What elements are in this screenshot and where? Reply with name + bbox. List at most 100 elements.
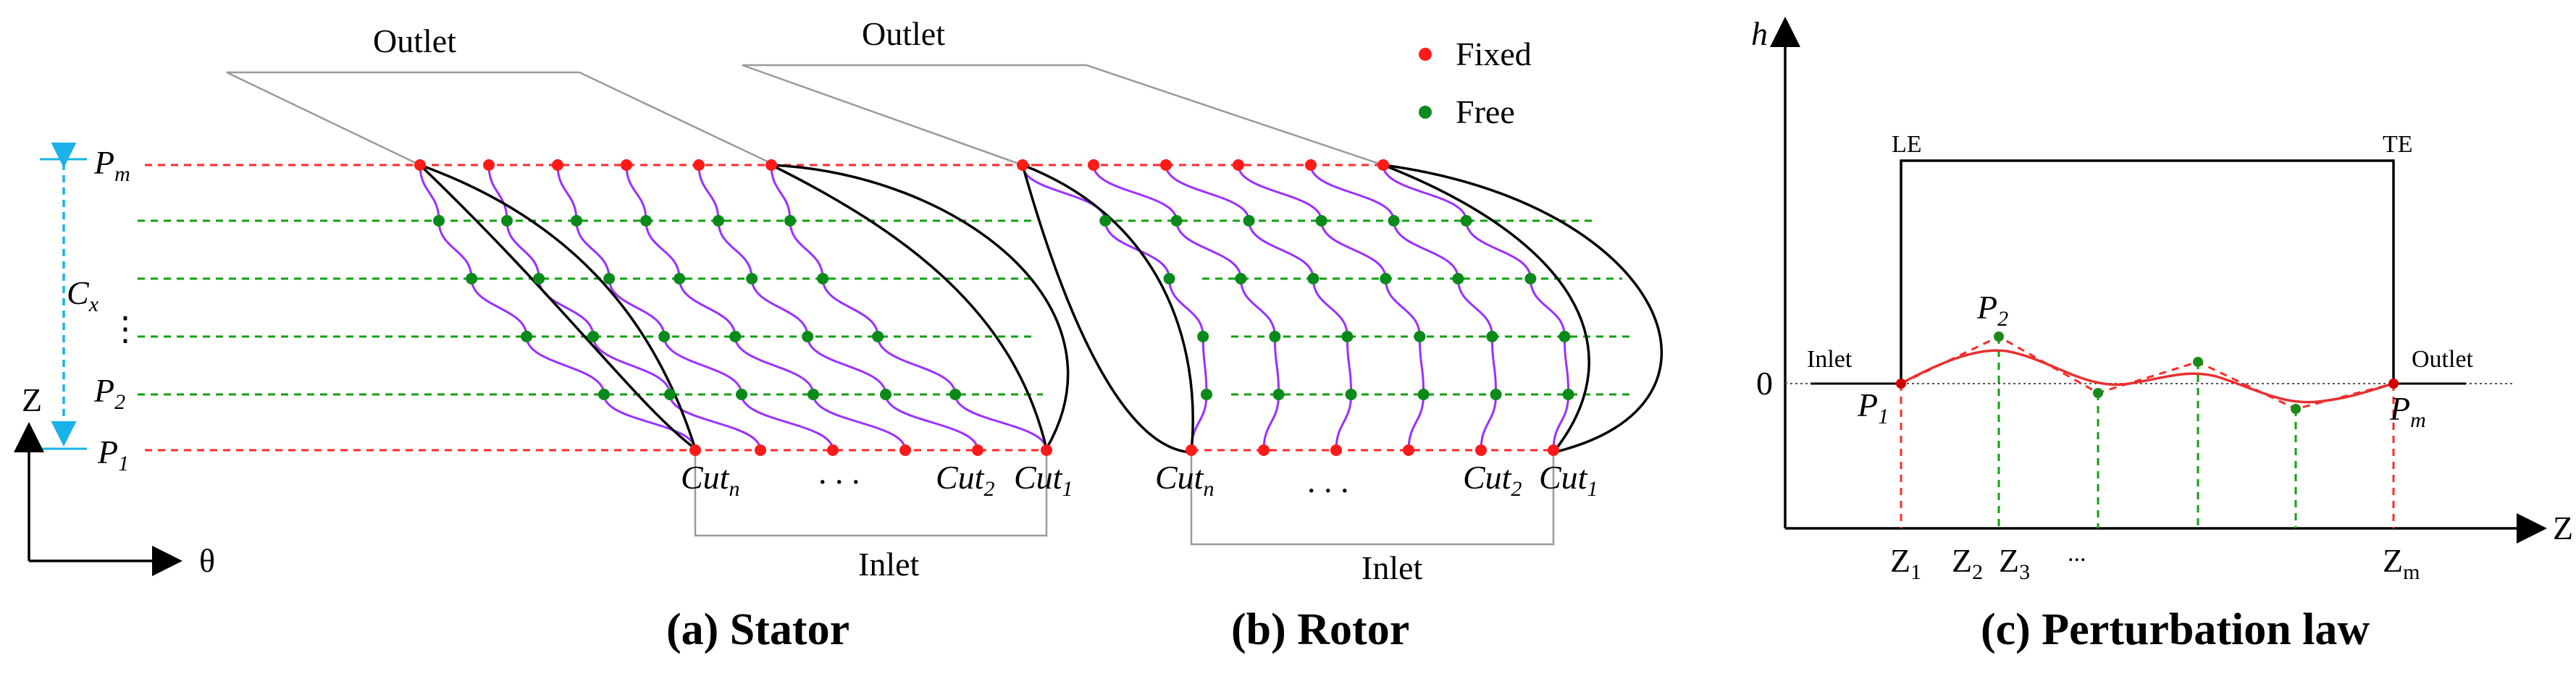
stator-free-point bbox=[807, 389, 820, 400]
rotor-free-point bbox=[1200, 389, 1212, 400]
stator-blade-profile-left bbox=[419, 164, 698, 452]
stator-cut-n-label: Cutn bbox=[681, 459, 739, 501]
p1-label: P1 bbox=[97, 434, 129, 476]
stator-outlet-edge bbox=[226, 71, 421, 166]
stator-panel: Outlet Inlet Pm Cx ⋮ P2 P1 Cutn . . . Cu… bbox=[13, 22, 1073, 654]
stator-caption: (a) Stator bbox=[666, 605, 849, 654]
rotor-control-points bbox=[1017, 159, 1574, 456]
rotor-cut-1-label: Cut1 bbox=[1539, 459, 1598, 501]
stator-outlet-plane bbox=[227, 71, 776, 166]
rotor-inlet-label: Inlet bbox=[1362, 549, 1423, 586]
stator-inlet-label: Inlet bbox=[858, 546, 920, 583]
stator-free-point bbox=[802, 331, 814, 342]
legend-free-label: Free bbox=[1456, 93, 1515, 130]
rotor-fixed-point bbox=[1258, 444, 1270, 456]
rotor-free-point bbox=[1380, 273, 1392, 284]
rotor-fixed-point bbox=[1186, 444, 1197, 456]
rotor-free-point bbox=[1524, 273, 1537, 284]
rotor-free-point bbox=[1460, 215, 1472, 227]
stator-cut-curve bbox=[625, 164, 907, 451]
rotor-inlet-plane bbox=[1190, 452, 1555, 546]
z1-label: Z1 bbox=[1890, 542, 1921, 584]
rotor-fixed-point bbox=[1233, 159, 1244, 171]
stator-free-point bbox=[521, 331, 533, 342]
outlet-label: Outlet bbox=[2412, 346, 2474, 373]
stator-cut-curve bbox=[770, 164, 1048, 451]
rotor-outlet-plane bbox=[742, 64, 1384, 166]
stator-cut-curves bbox=[419, 164, 1048, 451]
rotor-free-point bbox=[1307, 273, 1320, 284]
stator-free-point bbox=[729, 331, 742, 342]
stator-fixed-point bbox=[972, 444, 983, 456]
rotor-free-point bbox=[1197, 331, 1209, 342]
rotor-cut-n-label: Cutn bbox=[1155, 459, 1214, 501]
rotor-free-point bbox=[1272, 389, 1285, 400]
rotor-free-point bbox=[1163, 273, 1175, 284]
p2-label: P2 bbox=[93, 372, 125, 414]
h-axis-label: h bbox=[1751, 15, 1768, 52]
blade-box bbox=[1900, 159, 2395, 384]
stator-free-point bbox=[598, 389, 611, 400]
perturbation-caption: (c) Perturbation law bbox=[1981, 605, 2370, 654]
z3-label: Z3 bbox=[1999, 542, 2030, 584]
rotor-fixed-point bbox=[1548, 444, 1559, 456]
stator-fixed-point bbox=[552, 159, 563, 171]
pm-label: Pm bbox=[93, 144, 130, 186]
rotor-fixed-point bbox=[1330, 444, 1342, 456]
rotor-free-point bbox=[1388, 215, 1400, 227]
rotor-free-point bbox=[1235, 273, 1247, 284]
stator-cut-1-label: Cut1 bbox=[1014, 459, 1073, 501]
rotor-fixed-point bbox=[1160, 159, 1172, 171]
stator-free-point bbox=[658, 331, 671, 342]
rotor-panel: Outlet Inlet Cutn . . . Cut2 Cut1 Fixed … bbox=[742, 15, 1664, 654]
legend-free-marker bbox=[1419, 106, 1432, 119]
stator-free-point bbox=[533, 273, 545, 284]
rotor-blade-profile-left bbox=[1020, 163, 1194, 454]
stator-cut-curve bbox=[556, 164, 834, 451]
rotor-dots-label: . . . bbox=[1307, 462, 1349, 499]
rotor-fixed-point bbox=[1403, 444, 1414, 456]
axis-z-label: Z bbox=[22, 381, 42, 418]
p3-point bbox=[2093, 388, 2103, 398]
control-polygon bbox=[1900, 335, 2394, 410]
stator-dots-label: . . . bbox=[818, 454, 860, 491]
rotor-free-point bbox=[1170, 215, 1183, 227]
z2-label: Z2 bbox=[1952, 542, 1983, 584]
p5-point bbox=[2291, 404, 2301, 414]
rotor-cut-2-label: Cut2 bbox=[1463, 459, 1522, 501]
stator-free-point bbox=[674, 273, 686, 284]
stator-free-point bbox=[736, 389, 748, 400]
stator-free-point bbox=[433, 215, 445, 227]
rotor-free-point bbox=[1452, 273, 1464, 284]
te-label: TE bbox=[2383, 131, 2413, 158]
stator-fixed-point bbox=[1041, 444, 1052, 456]
rotor-free-point bbox=[1558, 331, 1571, 342]
rotor-fixed-point bbox=[1305, 159, 1317, 171]
rotor-free-point bbox=[1315, 215, 1327, 227]
stator-control-points bbox=[414, 159, 1052, 456]
axis-theta-label: θ bbox=[199, 542, 215, 579]
rotor-outlet-label: Outlet bbox=[862, 15, 945, 52]
stator-section-lines bbox=[138, 164, 1043, 452]
zero-label: 0 bbox=[1756, 365, 1773, 402]
p2-point-label: P2 bbox=[1976, 289, 2008, 331]
rotor-free-point bbox=[1562, 389, 1574, 400]
stator-cut-2-label: Cut2 bbox=[936, 459, 994, 501]
stator-free-point bbox=[713, 215, 725, 227]
stator-fixed-point bbox=[621, 159, 632, 171]
stator-free-point bbox=[587, 331, 600, 342]
rotor-outlet-edge bbox=[742, 64, 1023, 166]
rotor-free-point bbox=[1345, 389, 1357, 400]
rotor-section-lines bbox=[1023, 164, 1629, 452]
vdots-label: ⋮ bbox=[109, 310, 142, 347]
rotor-fixed-point bbox=[1377, 159, 1389, 171]
rotor-blade-profile-right bbox=[1383, 164, 1664, 455]
rotor-free-point bbox=[1417, 389, 1430, 400]
stator-fixed-point bbox=[693, 159, 705, 171]
p1-point-label: P1 bbox=[1857, 386, 1889, 428]
stator-fixed-point bbox=[414, 159, 426, 171]
stator-free-point bbox=[949, 389, 962, 400]
stator-free-point bbox=[501, 215, 513, 227]
stator-fixed-point bbox=[483, 159, 495, 171]
zm-label: Zm bbox=[2383, 542, 2420, 584]
